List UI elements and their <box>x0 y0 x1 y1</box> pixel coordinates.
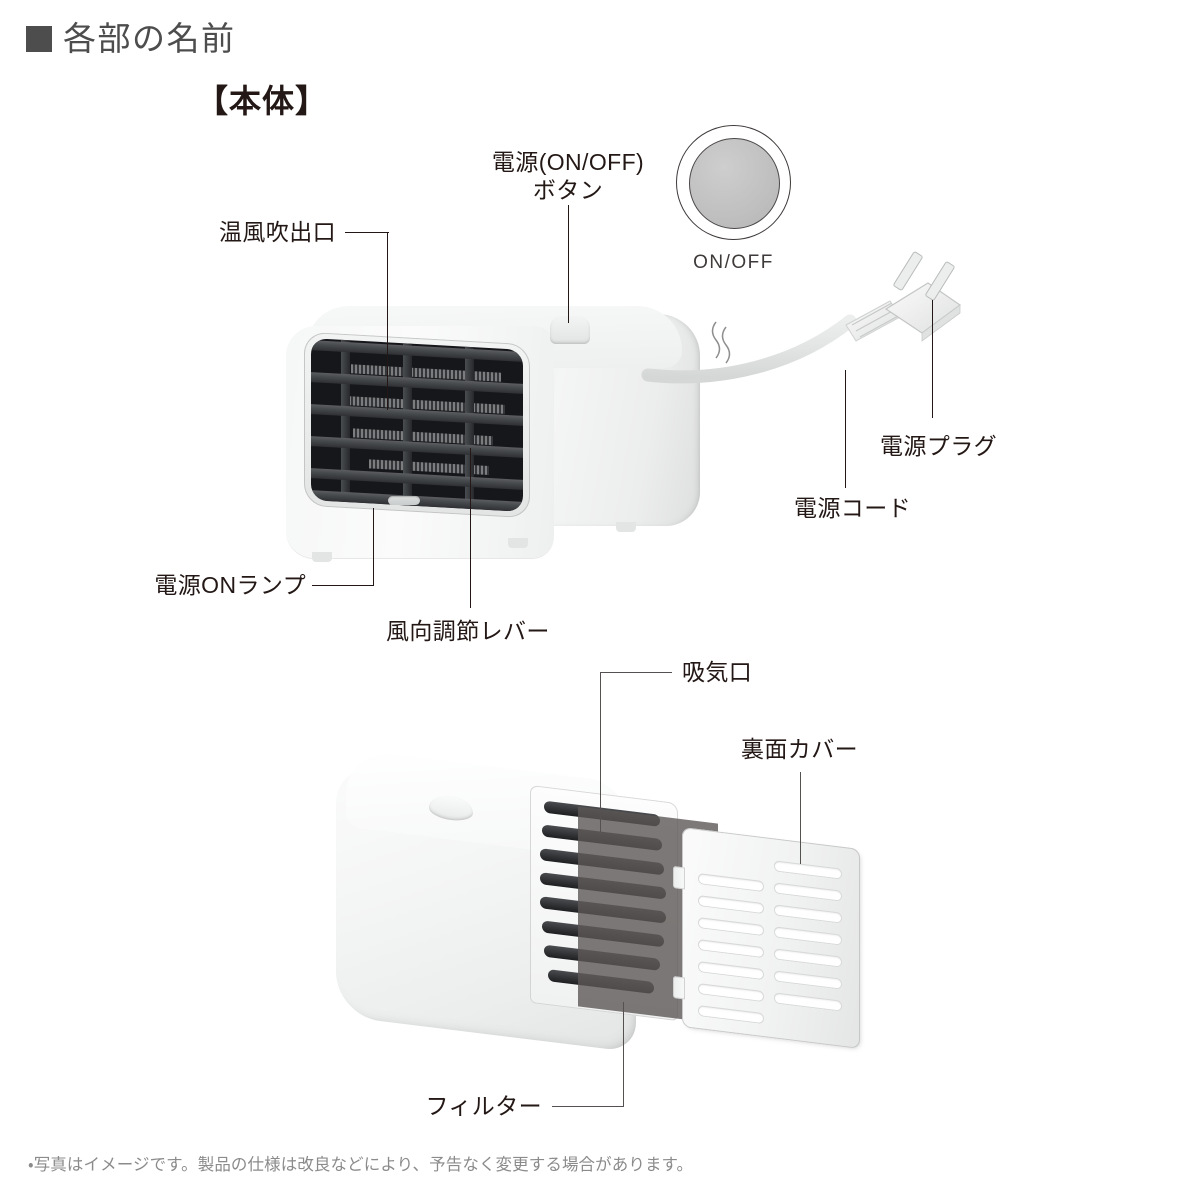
footnote-disclaimer: ・写真はイメージです。製品の仕様は改良などにより、予告なく変更する場合があります… <box>28 1156 694 1174</box>
power-cord-shade <box>641 314 857 384</box>
exploded-view-illustration <box>330 748 890 1080</box>
label-power-cord: 電源コード <box>794 494 911 522</box>
rear-cover-tab-bottom <box>673 975 685 1000</box>
square-bullet-icon <box>26 25 52 52</box>
leader-power-button <box>568 205 570 323</box>
label-filter: フィルター <box>398 1092 542 1120</box>
leader-filter-vertical <box>623 1002 625 1107</box>
section-subtitle: 【本体】 <box>196 83 329 119</box>
label-power-on-lamp-text: 電源ONランプ <box>154 572 306 598</box>
leader-hot-air-outlet-vertical <box>387 232 389 410</box>
label-power-on-lamp: 電源ONランプ <box>120 571 306 599</box>
label-air-intake: 吸気口 <box>682 658 752 686</box>
power-button-detail-illustration <box>676 125 791 240</box>
power-plug-body <box>884 282 962 334</box>
hot-air-outlet-grille <box>311 338 523 512</box>
leader-power-on-lamp-horizontal <box>312 585 374 587</box>
plug-prong-right <box>925 261 955 301</box>
leader-power-on-lamp-vertical <box>373 508 375 586</box>
power-on-lamp-indicator <box>388 496 420 505</box>
power-button-detail-caption: ON/OFF <box>693 252 774 273</box>
hot-air-outlet-bezel <box>304 331 530 519</box>
leader-rear-cover <box>800 772 802 864</box>
power-button-knob[interactable] <box>550 316 590 344</box>
plug-prong-left <box>893 251 923 291</box>
unit-foot-left <box>312 552 332 562</box>
leader-hot-air-outlet-horizontal <box>345 232 389 234</box>
leader-air-intake-vertical <box>600 672 602 832</box>
power-cord-illustration <box>641 251 962 384</box>
cord-break-symbol-left <box>711 321 721 359</box>
label-power-button-line2: ボタン <box>532 177 604 204</box>
label-air-intake-text: 吸気口 <box>682 659 753 685</box>
label-power-plug: 電源プラグ <box>880 432 997 460</box>
leader-air-intake-horizontal <box>600 672 672 674</box>
cord-break-symbol-right <box>721 326 731 364</box>
label-rear-cover-text: 裏面カバー <box>741 736 858 762</box>
page-title-text: 各部の名前 <box>63 20 236 57</box>
leader-filter-horizontal <box>552 1106 624 1108</box>
label-hot-air-outlet-text: 温風吹出口 <box>219 219 336 245</box>
label-rear-cover: 裏面カバー <box>741 735 858 763</box>
label-wind-direction-lever-text: 風向調節レバー <box>386 618 550 644</box>
power-plug-body-edge <box>921 304 961 342</box>
power-button-cap <box>689 138 780 229</box>
rear-cover-grille <box>673 827 860 1049</box>
leader-power-cord <box>845 370 847 488</box>
unit-foot-rear <box>616 522 636 532</box>
rear-cover-tab-top <box>673 865 685 890</box>
main-unit-illustration <box>286 300 706 565</box>
unit-foot-right <box>508 538 528 548</box>
leader-wind-direction-lever <box>470 448 472 608</box>
label-wind-direction-lever: 風向調節レバー <box>386 617 550 645</box>
label-power-button: 電源(ON/OFF) ボタン <box>468 148 668 204</box>
page-title: 各部の名前 <box>26 22 236 55</box>
label-power-button-line1: 電源(ON/OFF) <box>491 149 645 175</box>
label-power-cord-text: 電源コード <box>794 495 911 521</box>
leader-power-plug <box>932 300 934 418</box>
label-hot-air-outlet: 温風吹出口 <box>196 218 336 246</box>
power-cord-wire <box>641 314 857 384</box>
label-power-plug-text: 電源プラグ <box>880 433 997 459</box>
label-filter-text: フィルター <box>425 1093 542 1119</box>
